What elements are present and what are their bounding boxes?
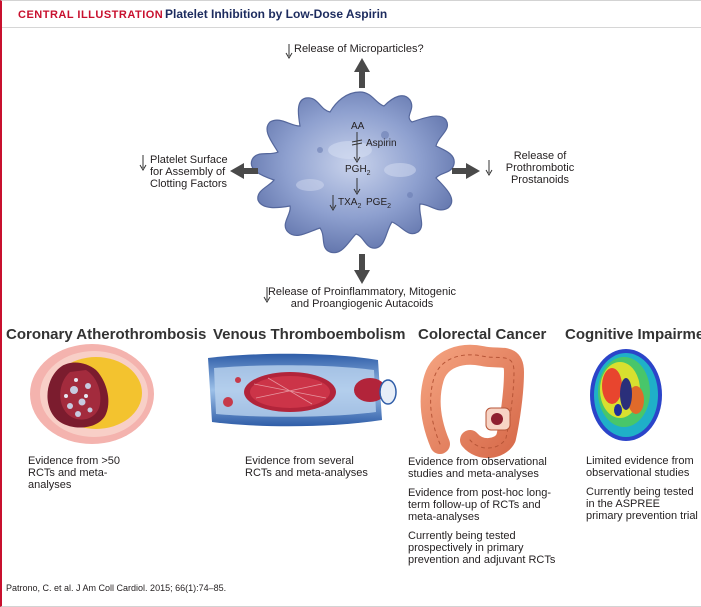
prostanoids-label-line1: Release of — [513, 150, 567, 162]
aspirin-block-mark — [351, 139, 363, 143]
evidence-item: Evidence from post-hoc long-term follow-… — [408, 487, 552, 523]
platelet-cell — [250, 91, 455, 254]
aa-label: AA — [351, 121, 365, 132]
venous-heading: Venous Thromboembolism — [213, 326, 406, 343]
autacoids-label-line2: and Proangiogenic Autacoids — [290, 298, 434, 310]
txa2-label: TXA2 — [338, 197, 362, 210]
surface-label-line2: for Assembly of — [150, 166, 226, 178]
colon-image — [420, 344, 524, 458]
evidence-item: Evidence from >50 RCTs and meta-analyses — [28, 455, 121, 491]
evidence-item: Limited evidence from observational stud… — [586, 455, 694, 479]
evidence-item: Evidence from observational studies and … — [408, 456, 547, 480]
aspirin-label: Aspirin — [366, 138, 397, 149]
colorectal-evidence: Evidence from observational studies and … — [408, 456, 556, 573]
brain-scan-image — [590, 349, 662, 441]
figure-title: Platelet Inhibition by Low-Dose Aspirin — [165, 7, 388, 21]
central-illustration-label: CENTRAL ILLUSTRATION — [18, 9, 164, 21]
citation: Patrono, C. et al. J Am Coll Cardiol. 20… — [6, 583, 227, 593]
surface-label-line3: Clotting Factors — [150, 178, 228, 190]
cognitive-evidence: Limited evidence from observational stud… — [586, 455, 698, 529]
autacoids-label-line1: Release of Proinflammatory, Mitogenic — [267, 286, 457, 298]
evidence-item: Evidence from several RCTs and meta-anal… — [245, 455, 368, 479]
platelet-outward-arrows — [230, 58, 480, 284]
coronary-evidence: Evidence from >50 RCTs and meta-analyses — [28, 455, 148, 498]
evidence-item: Currently being tested in the ASPREE pri… — [586, 486, 698, 522]
surface-label-line1: Platelet Surface — [150, 154, 228, 166]
venous-thrombus-image — [208, 353, 397, 427]
coronary-heading: Coronary Atherothrombosis — [6, 326, 207, 343]
pgh2-label: PGH2 — [345, 164, 371, 177]
microparticles-label: Release of Microparticles? — [294, 43, 424, 55]
pge2-label: PGE2 — [366, 197, 392, 210]
evidence-item: Currently being tested prospectively in … — [408, 530, 556, 566]
figure-header: CENTRAL ILLUSTRATION Platelet Inhibition… — [2, 0, 701, 28]
coronary-artery-image — [30, 344, 154, 444]
prostanoids-label-line3: Prostanoids — [510, 174, 570, 186]
colorectal-heading: Colorectal Cancer — [418, 326, 547, 343]
prostanoids-label-line2: Prothrombotic — [505, 162, 575, 174]
cognitive-heading: Cognitive Impairment — [565, 326, 701, 343]
venous-evidence: Evidence from several RCTs and meta-anal… — [245, 455, 375, 486]
